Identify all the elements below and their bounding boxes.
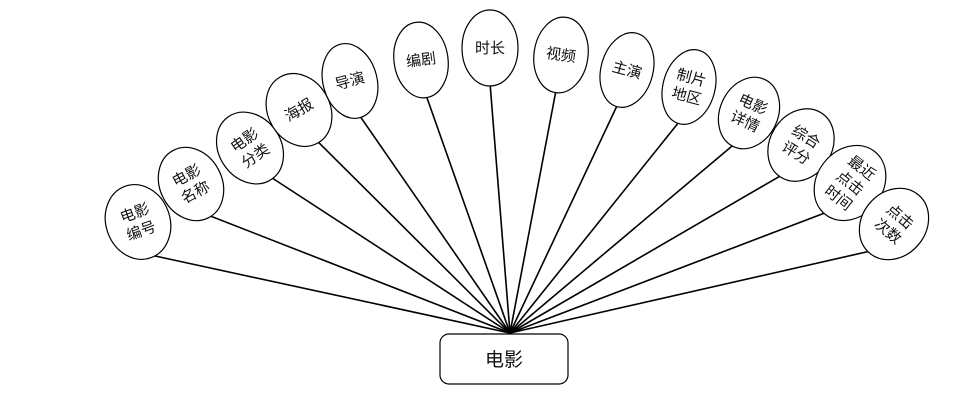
attribute-ellipse	[858, 187, 930, 261]
attribute-node[interactable]: 导演	[314, 37, 386, 124]
connector-line	[509, 89, 557, 334]
connector-line	[358, 114, 511, 334]
connector-line	[425, 94, 511, 334]
connector-line	[149, 254, 511, 334]
attribute-label: 视频	[545, 44, 577, 66]
connector-line	[509, 103, 619, 334]
attribute-node[interactable]: 海报	[253, 62, 345, 159]
entity-label: 电影	[485, 349, 523, 371]
attribute-ellipse	[157, 146, 225, 222]
connector-line	[315, 139, 511, 334]
attribute-node[interactable]: 主演	[592, 27, 662, 114]
connector-line	[509, 173, 783, 334]
connector-lines	[149, 82, 872, 334]
attribute-ellipse	[533, 16, 589, 94]
attribute-ellipse	[599, 32, 655, 108]
attribute-ellipse	[717, 76, 781, 150]
connector-line	[509, 211, 828, 334]
attribute-ellipse	[461, 9, 519, 87]
connector-line	[207, 214, 511, 334]
connector-line	[269, 175, 511, 334]
attribute-node[interactable]: 视频	[529, 14, 593, 97]
connector-line	[509, 143, 736, 334]
attribute-label: 时长	[475, 39, 505, 57]
attribute-ellipse	[661, 49, 717, 125]
entity-box	[439, 333, 569, 385]
attribute-ellipse	[321, 43, 379, 119]
attribute-nodes: 电影编号电影名称电影分类海报导演编剧 时长 视频主演制片地区电影详情综合评分最近点击…	[95, 9, 943, 273]
attribute-node[interactable]: 编剧	[389, 19, 453, 102]
connector-line	[509, 250, 872, 334]
attribute-node[interactable]: 时长	[461, 9, 519, 87]
connector-line	[489, 82, 511, 334]
entity-node[interactable]: 电影	[439, 333, 569, 385]
attribute-ellipse	[104, 184, 172, 260]
connector-line	[509, 120, 681, 334]
attribute-label: 编剧	[405, 49, 437, 71]
